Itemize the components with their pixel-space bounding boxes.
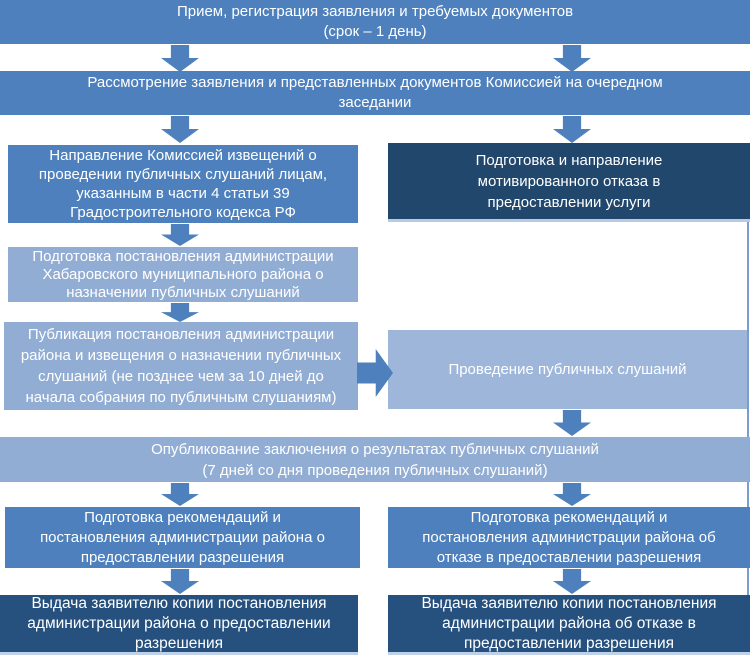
node-issue-grant-copy: Выдача заявителю копии постановления адм… (0, 595, 358, 655)
arrow-down-icon (553, 116, 591, 143)
right-edge-line (747, 143, 749, 655)
arrow-down-icon (161, 569, 199, 594)
node-review: Рассмотрение заявления и представленных … (0, 71, 750, 115)
arrow-down-icon (553, 410, 591, 436)
node-publish-resolution: Публикация постановления администрации р… (4, 322, 358, 410)
arrow-down-icon (161, 45, 199, 72)
arrow-down-icon (161, 224, 199, 246)
node-refusal-notice: Подготовка и направление мотивированного… (388, 143, 750, 222)
node-recommend-grant: Подготовка рекомендаций и постановления … (5, 507, 360, 568)
node-hearings: Проведение публичных слушаний (388, 330, 747, 409)
arrow-down-icon (553, 569, 591, 594)
arrow-down-icon (161, 116, 199, 143)
arrow-down-icon (553, 45, 591, 72)
node-intake: Прием, регистрация заявления и требуемых… (0, 0, 750, 44)
node-publish-conclusion: Опубликование заключения о результатах п… (0, 437, 750, 482)
arrow-down-icon (161, 483, 199, 506)
node-prepare-resolution: Подготовка постановления администрации Х… (8, 247, 358, 302)
node-issue-refuse-copy: Выдача заявителю копии постановления адм… (388, 595, 750, 655)
arrow-down-icon (161, 303, 199, 322)
arrow-down-icon (553, 483, 591, 506)
node-notify-persons: Направление Комиссией извещений о провед… (8, 145, 358, 223)
node-recommend-refuse: Подготовка рекомендаций и постановления … (388, 507, 750, 568)
